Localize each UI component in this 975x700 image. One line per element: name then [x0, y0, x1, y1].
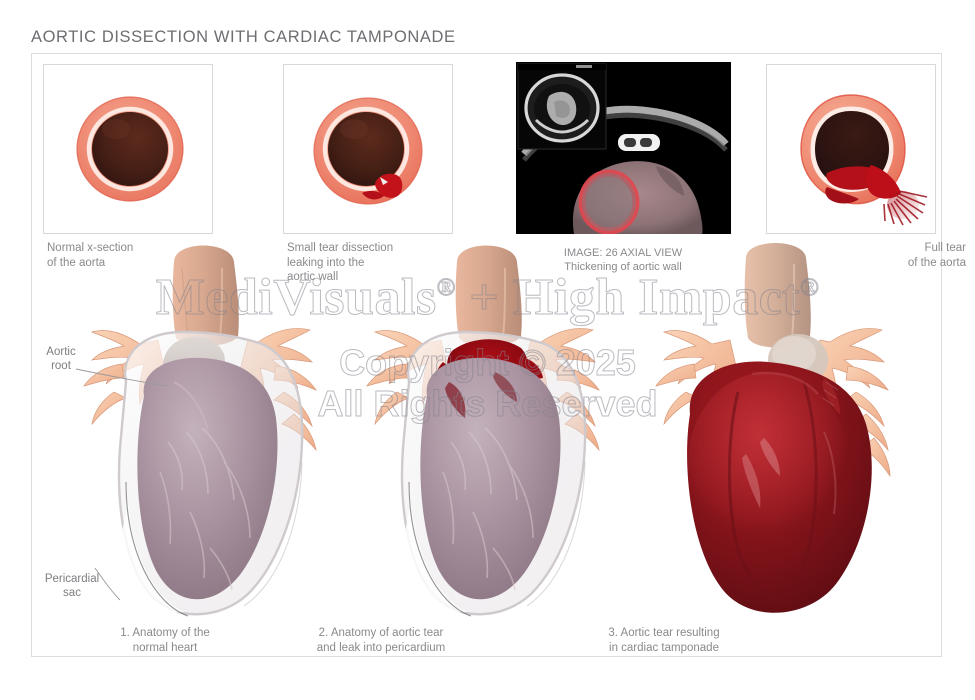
figure-caption-2: 2. Anatomy of aortic tear and leak into …	[316, 627, 446, 654]
ct-scan-panel	[516, 62, 731, 234]
inset-caption-full-tear: Full tear of the aorta	[907, 242, 966, 269]
heart-figure-2	[345, 232, 635, 632]
normal-heart-svg	[83, 245, 317, 617]
full-tear-cross-section-svg	[800, 94, 928, 226]
tamponade-heart-svg	[655, 243, 891, 613]
ct-scan-svg	[516, 62, 731, 234]
epicardial-markings	[159, 427, 251, 591]
annotation-aortic-root: Aortic root	[46, 346, 76, 372]
heart-figure-3	[628, 232, 928, 632]
annotation-pericardial-sac: Pericardial sac	[44, 573, 100, 599]
ct-image-label: IMAGE: 26 AXIAL VIEW	[563, 247, 683, 259]
inset-panel-normal-xsection	[43, 64, 213, 234]
ct-finding-label: Thickening of aortic wall	[564, 261, 682, 273]
ascending-aorta	[744, 243, 811, 348]
aortic-tear-heart-svg	[366, 245, 600, 617]
inset-caption-small-tear: Small tear dissection leaking into the a…	[287, 242, 394, 283]
inset-panel-full-tear	[766, 64, 936, 234]
ct-inset-thumbnail	[517, 63, 607, 150]
figure-caption-3: 3. Aortic tear resulting in cardiac tamp…	[608, 627, 720, 654]
page-title: AORTIC DISSECTION WITH CARDIAC TAMPONADE	[31, 28, 456, 46]
small-tear-cross-section-svg	[313, 97, 423, 205]
heart-figure-1	[62, 232, 352, 632]
normal-aorta-cross-section-svg	[76, 96, 184, 202]
inset-panel-small-tear	[283, 64, 453, 234]
inset-caption-normal-xsection: Normal x-section of the aorta	[47, 242, 134, 269]
epicardial-markings	[442, 427, 534, 591]
figure-caption-1: 1. Anatomy of the normal heart	[120, 627, 210, 654]
